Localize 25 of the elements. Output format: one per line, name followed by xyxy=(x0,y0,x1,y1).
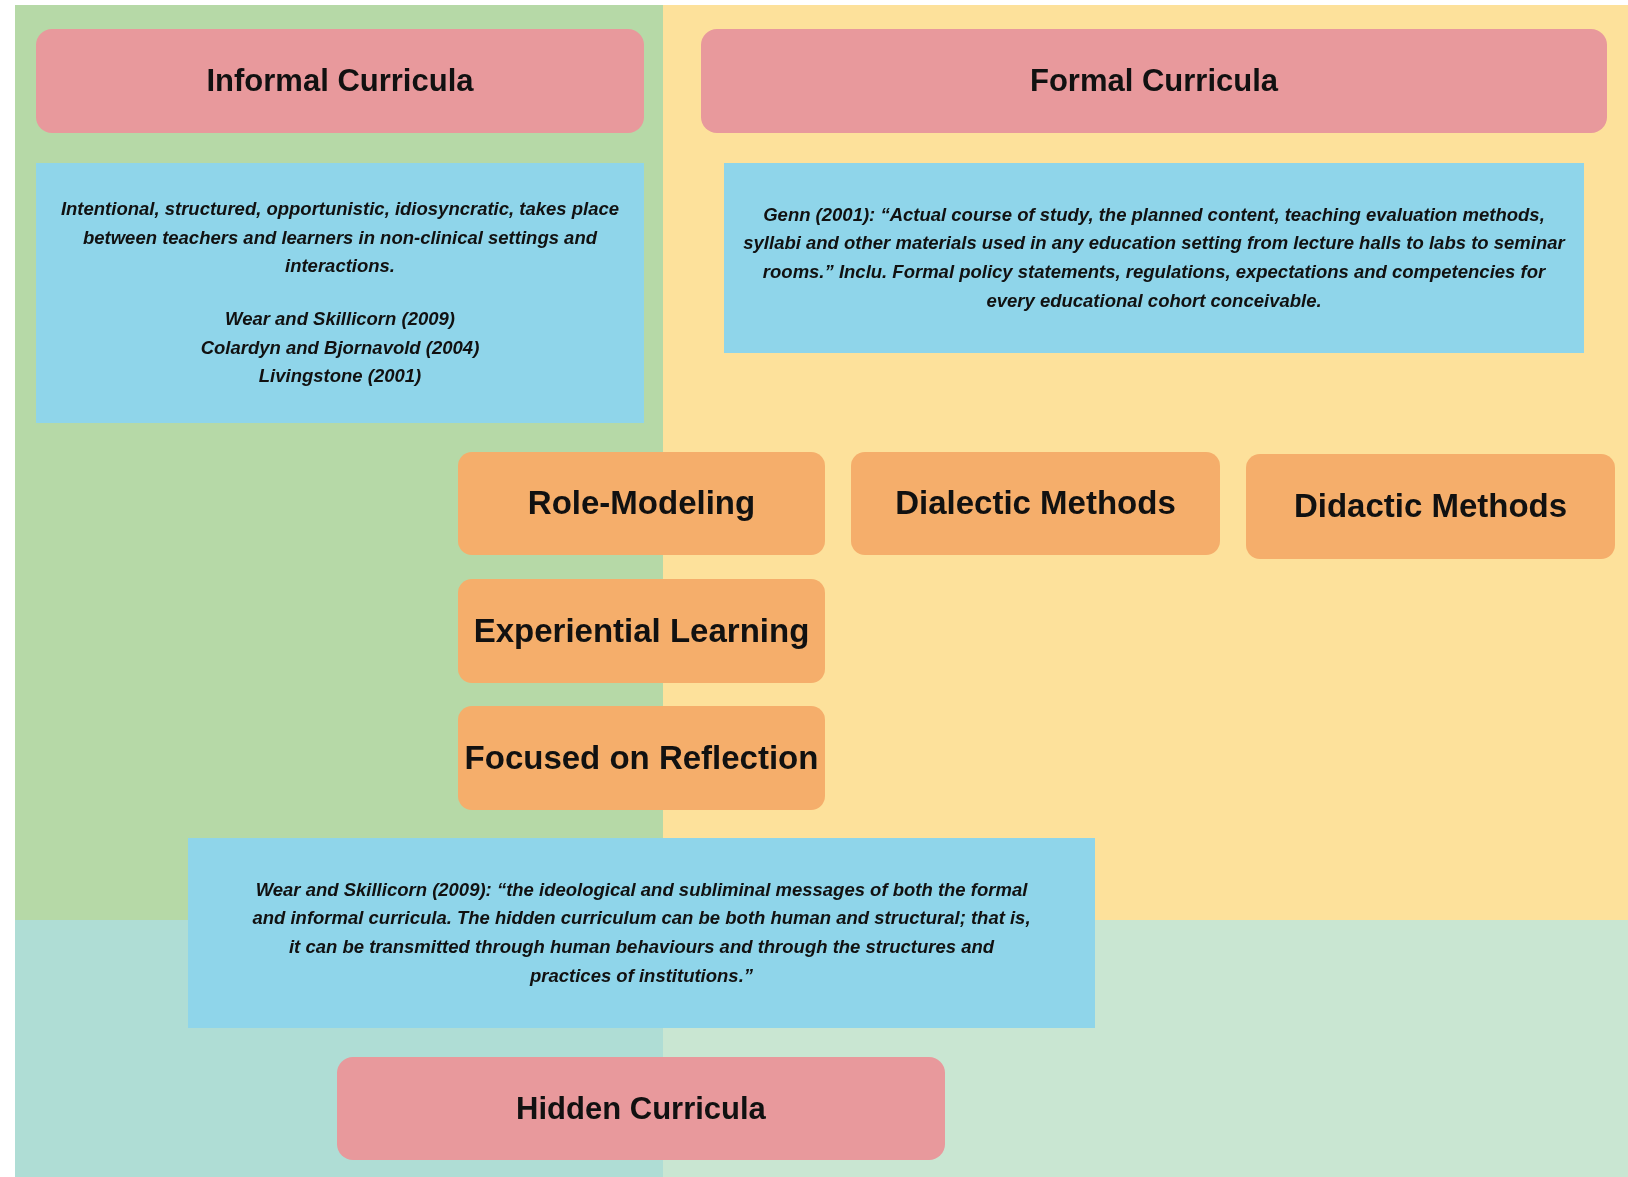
heading-banner xyxy=(36,29,644,133)
node-text: Experiential Learning xyxy=(473,610,810,651)
node-text: Role-Modeling xyxy=(527,483,756,524)
method-box xyxy=(1246,454,1615,559)
method-box xyxy=(458,452,825,555)
heading-banner xyxy=(701,29,1607,133)
node-text: Wear and Skillicorn (2009): “the ideological and subliminal messages of both the formal and informal curricula. The hidden curriculum can be both human and structural; that is, it can be transmitted through human behaviours and through the structures and practices of institutions.” xyxy=(251,877,1032,988)
method-box xyxy=(458,579,825,683)
node-text: Genn (2001): “Actual course of study, the planned content, teaching evaluation methods, syllabi and other materials used in any education setting from lecture halls to labs to seminar rooms.” Inclu. Formal policy statements, regulations, expectations and competencies for every educational cohort conceivable. xyxy=(742,202,1567,313)
citation-text: Livingstone (2001) xyxy=(258,364,422,389)
method-box xyxy=(458,706,825,810)
node-text: Hidden Curricula xyxy=(516,1090,766,1127)
node-text: Informal Curricula xyxy=(206,63,474,99)
heading-banner xyxy=(337,1057,945,1160)
node-text: Focused on Reflection xyxy=(464,737,819,778)
node-text: Formal Curricula xyxy=(1029,63,1279,99)
node-text: Didactic Methods xyxy=(1293,486,1568,527)
description-box xyxy=(36,163,644,423)
node-text: Intentional, structured, opportunistic, idiosyncratic, takes place between teachers and learners in non-clinical settings and interactions. xyxy=(59,197,621,279)
description-box xyxy=(188,838,1095,1028)
method-box xyxy=(851,452,1220,555)
description-box xyxy=(724,163,1584,353)
citation-text: Colardyn and Bjornavold (2004) xyxy=(200,335,480,360)
node-text: Dialectic Methods xyxy=(895,483,1176,524)
citation-text: Wear and Skillicorn (2009) xyxy=(225,307,455,331)
